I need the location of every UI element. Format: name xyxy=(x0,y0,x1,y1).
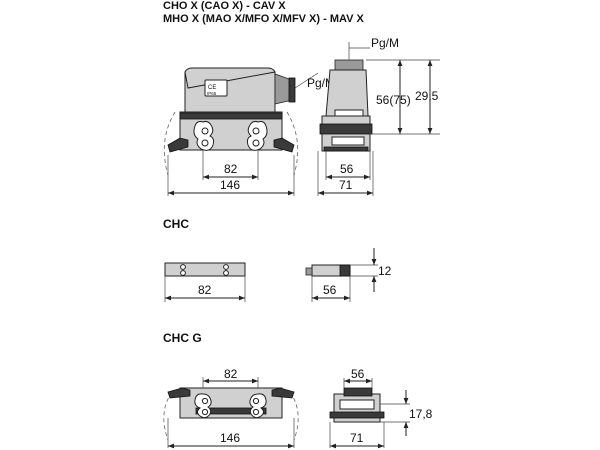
chcg-front-view: 82 146 xyxy=(163,367,299,449)
right-bolt-hole-1 xyxy=(252,127,260,135)
chc-hole-2 xyxy=(180,270,186,276)
chc-hole-3 xyxy=(223,264,229,270)
dim-side-71: 71 xyxy=(339,178,353,192)
side-upper xyxy=(325,69,369,117)
ce-mark: CE xyxy=(208,85,216,91)
chc-side-view: 56 12 xyxy=(305,248,392,302)
ip-mark: IP65 xyxy=(207,91,217,96)
chc-side-left-tab xyxy=(305,267,313,276)
label-pg-side: Pg/M xyxy=(307,76,335,90)
side-foot xyxy=(323,146,369,152)
chc-side-right-tab xyxy=(339,264,351,277)
side-lever xyxy=(319,123,373,135)
chcg-right-lever xyxy=(271,387,295,399)
ce-plate xyxy=(204,79,228,97)
left-bolt-cutout xyxy=(193,120,215,151)
dim-chcg-146: 146 xyxy=(220,431,240,445)
dim-hood-146: 146 xyxy=(220,178,240,192)
right-swing-arc xyxy=(286,111,299,176)
dim-chcg-82: 82 xyxy=(224,367,238,381)
dim-height-56-75: 56(75) xyxy=(376,93,411,107)
dim-height-29-5: 29,5 xyxy=(415,89,439,103)
chcg-left-lever xyxy=(167,387,191,399)
chcg-side-top xyxy=(343,387,373,397)
chc-hole-1 xyxy=(180,264,186,270)
label-pg-top: Pg/M xyxy=(371,36,399,50)
dim-chcg-71: 71 xyxy=(350,431,364,445)
dim-hood-82: 82 xyxy=(224,162,238,176)
dim-side-56: 56 xyxy=(340,162,354,176)
title-line-1: CHO X (CAO X) - CAV X xyxy=(163,0,286,12)
chc-plate xyxy=(164,262,246,277)
dim-chcg-17-8: 17,8 xyxy=(409,407,433,421)
left-bolt-hole-1 xyxy=(201,127,209,135)
left-swing-arc xyxy=(163,111,176,176)
chc-front-view: 82 xyxy=(164,262,246,302)
right-bolt-hole-2 xyxy=(252,139,260,147)
cable-entry-nut xyxy=(288,77,296,103)
chcg-side-window xyxy=(339,399,375,410)
right-lever xyxy=(273,137,295,153)
side-window xyxy=(331,136,365,146)
section-chcg: CHC G xyxy=(163,331,202,345)
dim-chc-82: 82 xyxy=(198,283,212,297)
right-bolt-cutout xyxy=(246,120,268,151)
left-bolt-hole-2 xyxy=(201,139,209,147)
chcg-band xyxy=(195,407,267,415)
left-lever xyxy=(167,137,189,153)
section-chc: CHC xyxy=(163,217,189,231)
chcg-side-view: 56 71 17,8 xyxy=(329,367,433,449)
hood-side-view: Pg/M 56(75) 29,5 56 71 xyxy=(317,36,440,196)
dim-chc-12: 12 xyxy=(378,264,392,278)
dim-chcg-56: 56 xyxy=(351,367,365,381)
base-band xyxy=(179,112,283,120)
chcg-right-hole-1 xyxy=(252,397,260,405)
title-line-2: MHO X (MAO X/MFO X/MFV X) - MAV X xyxy=(163,13,365,25)
chcg-side-lever xyxy=(329,411,385,419)
dim-chc-56: 56 xyxy=(323,283,337,297)
chcg-right-hole-2 xyxy=(252,408,260,416)
chcg-left-hole-1 xyxy=(201,397,209,405)
hood-front-view: CE IP65 82 146 Pg/M xyxy=(163,67,335,196)
chc-hole-4 xyxy=(223,270,229,276)
side-cable-gland xyxy=(334,59,364,71)
chcg-left-hole-2 xyxy=(201,408,209,416)
